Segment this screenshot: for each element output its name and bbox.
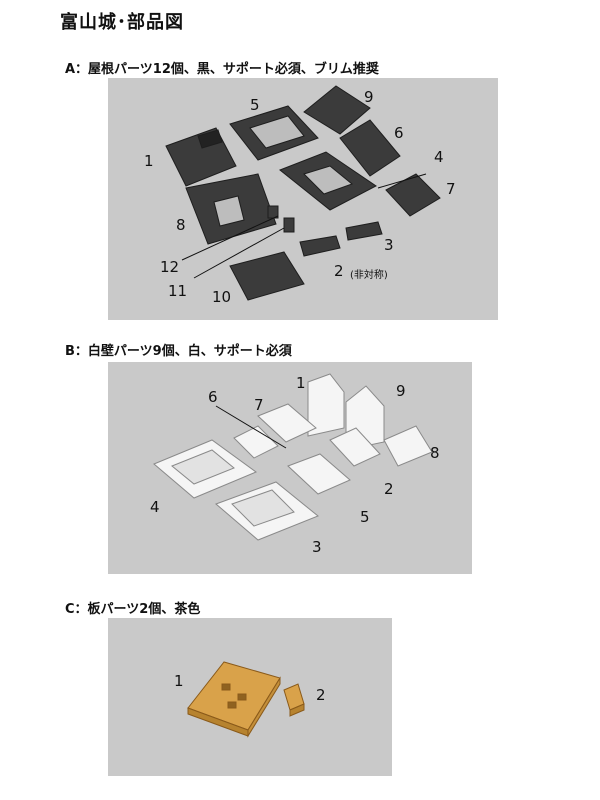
label-b-3: 3	[312, 538, 322, 556]
wall-part-2	[329, 427, 381, 467]
board-part-1	[187, 661, 281, 731]
label-a-10: 10	[212, 288, 232, 306]
label-b-1: 1	[296, 374, 306, 392]
roof-part-10	[229, 251, 305, 301]
label-a-2-note: (非対称)	[350, 270, 388, 281]
label-a-6: 6	[394, 124, 404, 142]
roof-part-11	[283, 217, 295, 233]
roof-part-7	[385, 173, 441, 217]
roof-parts-illustration	[165, 85, 441, 301]
section-b-heading: B：白壁パーツ9個、白、サポート必須	[65, 344, 292, 359]
label-b-7: 7	[254, 396, 264, 414]
label-a-1: 1	[144, 152, 154, 170]
label-b-5: 5	[360, 508, 370, 526]
section-c-heading: C：板パーツ2個、茶色	[65, 602, 201, 617]
label-a-9: 9	[364, 88, 374, 106]
label-b-2: 2	[384, 480, 394, 498]
label-c-1: 1	[174, 672, 184, 690]
label-a-4: 4	[434, 148, 444, 166]
label-a-3: 3	[384, 236, 394, 254]
wall-part-8	[383, 425, 433, 467]
label-b-8: 8	[430, 444, 440, 462]
label-b-4: 4	[150, 498, 160, 516]
page-title: 富山城･部品図	[60, 12, 184, 33]
board-parts-illustration	[187, 661, 305, 738]
label-a-12: 12	[160, 258, 180, 276]
wall-part-7	[233, 425, 279, 459]
wall-part-5	[287, 453, 351, 495]
label-b-6: 6	[208, 388, 218, 406]
roof-part-9	[303, 85, 371, 135]
roof-part-3	[345, 221, 383, 241]
label-a-5: 5	[250, 96, 260, 114]
label-b-9: 9	[396, 382, 406, 400]
roof-part-2	[299, 235, 341, 257]
wall-parts-illustration	[153, 373, 433, 541]
section-b-panel: 1 9 6 7 8 2 4 5 3	[108, 362, 472, 574]
label-a-8: 8	[176, 216, 186, 234]
section-a-heading: A：屋根パーツ12個、黒、サポート必須、ブリム推奨	[65, 62, 379, 77]
roof-part-6	[339, 119, 401, 177]
section-c-panel: 1 2	[108, 618, 392, 776]
label-a-2: 2	[334, 262, 344, 280]
label-a-7: 7	[446, 180, 456, 198]
label-c-2: 2	[316, 686, 326, 704]
section-a-panel: 1 5 9 6 4 7 8 12 11 10 3 2 (非対称)	[108, 78, 498, 320]
wall-part-6	[257, 403, 317, 443]
label-a-11: 11	[168, 282, 188, 300]
